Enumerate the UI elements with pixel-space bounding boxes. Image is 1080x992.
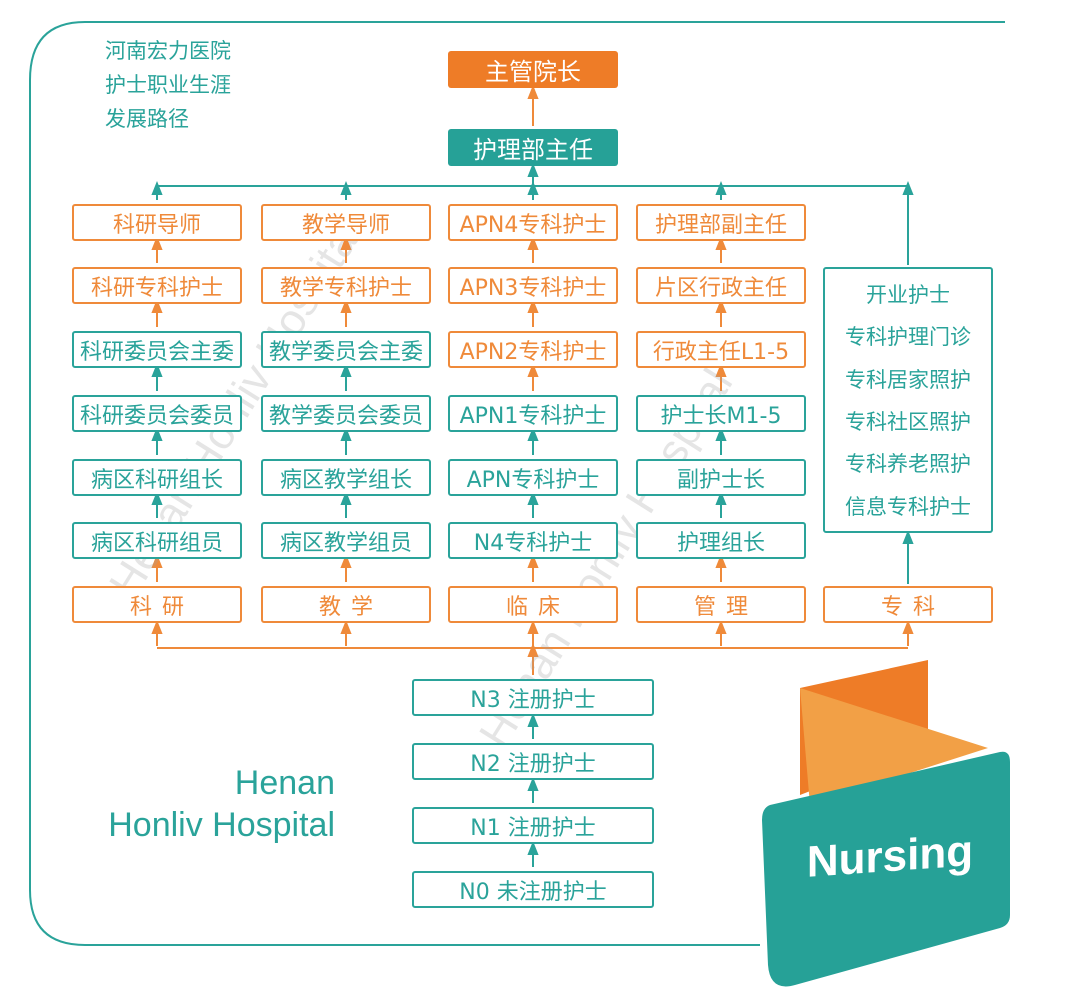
- management-level-2: 副护士长: [636, 459, 806, 496]
- title-line: 发展路径: [105, 107, 189, 131]
- management-level-6: 护理部副主任: [636, 204, 806, 241]
- diagram-title: 河南宏力医院 护士职业生涯 发展路径: [105, 34, 231, 136]
- research-level-2: 病区科研组长: [72, 459, 242, 496]
- clinical-level-1: N4专科护士: [448, 522, 618, 559]
- teaching-level-1: 病区教学组员: [261, 522, 431, 559]
- base-level-n1: N1 注册护士: [412, 807, 654, 844]
- specialty-role: 开业护士: [866, 283, 950, 308]
- track-teaching: 教学: [261, 586, 431, 623]
- management-level-3: 护士长M1-5: [636, 395, 806, 432]
- specialty-role: 信息专科护士: [845, 494, 971, 519]
- clinical-level-2: APN专科护士: [448, 459, 618, 496]
- track-clinical: 临床: [448, 586, 618, 623]
- box-nursing-head: 护理部主任: [448, 129, 618, 166]
- research-level-4: 科研委员会主委: [72, 331, 242, 368]
- track-specialty: 专科: [823, 586, 993, 623]
- title-line: 护士职业生涯: [105, 73, 231, 97]
- management-level-5: 片区行政主任: [636, 267, 806, 304]
- title-line: 河南宏力医院: [105, 39, 231, 63]
- track-research: 科研: [72, 586, 242, 623]
- base-level-n3: N3 注册护士: [412, 679, 654, 716]
- specialty-role: 专科养老照护: [845, 452, 971, 477]
- clinical-level-5: APN3专科护士: [448, 267, 618, 304]
- management-level-1: 护理组长: [636, 522, 806, 559]
- clinical-level-3: APN1专科护士: [448, 395, 618, 432]
- teaching-level-5: 教学专科护士: [261, 267, 431, 304]
- research-level-6: 科研导师: [72, 204, 242, 241]
- research-level-5: 科研专科护士: [72, 267, 242, 304]
- management-level-4: 行政主任L1-5: [636, 331, 806, 368]
- brand-line: Henan: [234, 764, 335, 802]
- base-level-n0: N0 未注册护士: [412, 871, 654, 908]
- teaching-level-6: 教学导师: [261, 204, 431, 241]
- clinical-level-4: APN2专科护士: [448, 331, 618, 368]
- hospital-brand: Henan Honliv Hospital: [60, 762, 335, 846]
- box-director: 主管院长: [448, 51, 618, 88]
- research-level-3: 科研委员会委员: [72, 395, 242, 432]
- specialty-role: 专科护理门诊: [845, 325, 971, 350]
- frame-outline: [29, 21, 1005, 946]
- teaching-level-4: 教学委员会主委: [261, 331, 431, 368]
- specialty-role: 专科社区照护: [845, 410, 971, 435]
- base-level-n2: N2 注册护士: [412, 743, 654, 780]
- teaching-level-3: 教学委员会委员: [261, 395, 431, 432]
- clinical-level-6: APN4专科护士: [448, 204, 618, 241]
- track-management: 管理: [636, 586, 806, 623]
- specialty-roles-box: 开业护士 专科护理门诊 专科居家照护 专科社区照护 专科养老照护 信息专科护士: [823, 267, 993, 533]
- specialty-role: 专科居家照护: [845, 367, 971, 392]
- teaching-level-2: 病区教学组长: [261, 459, 431, 496]
- brand-line: Honliv Hospital: [108, 806, 335, 844]
- research-level-1: 病区科研组员: [72, 522, 242, 559]
